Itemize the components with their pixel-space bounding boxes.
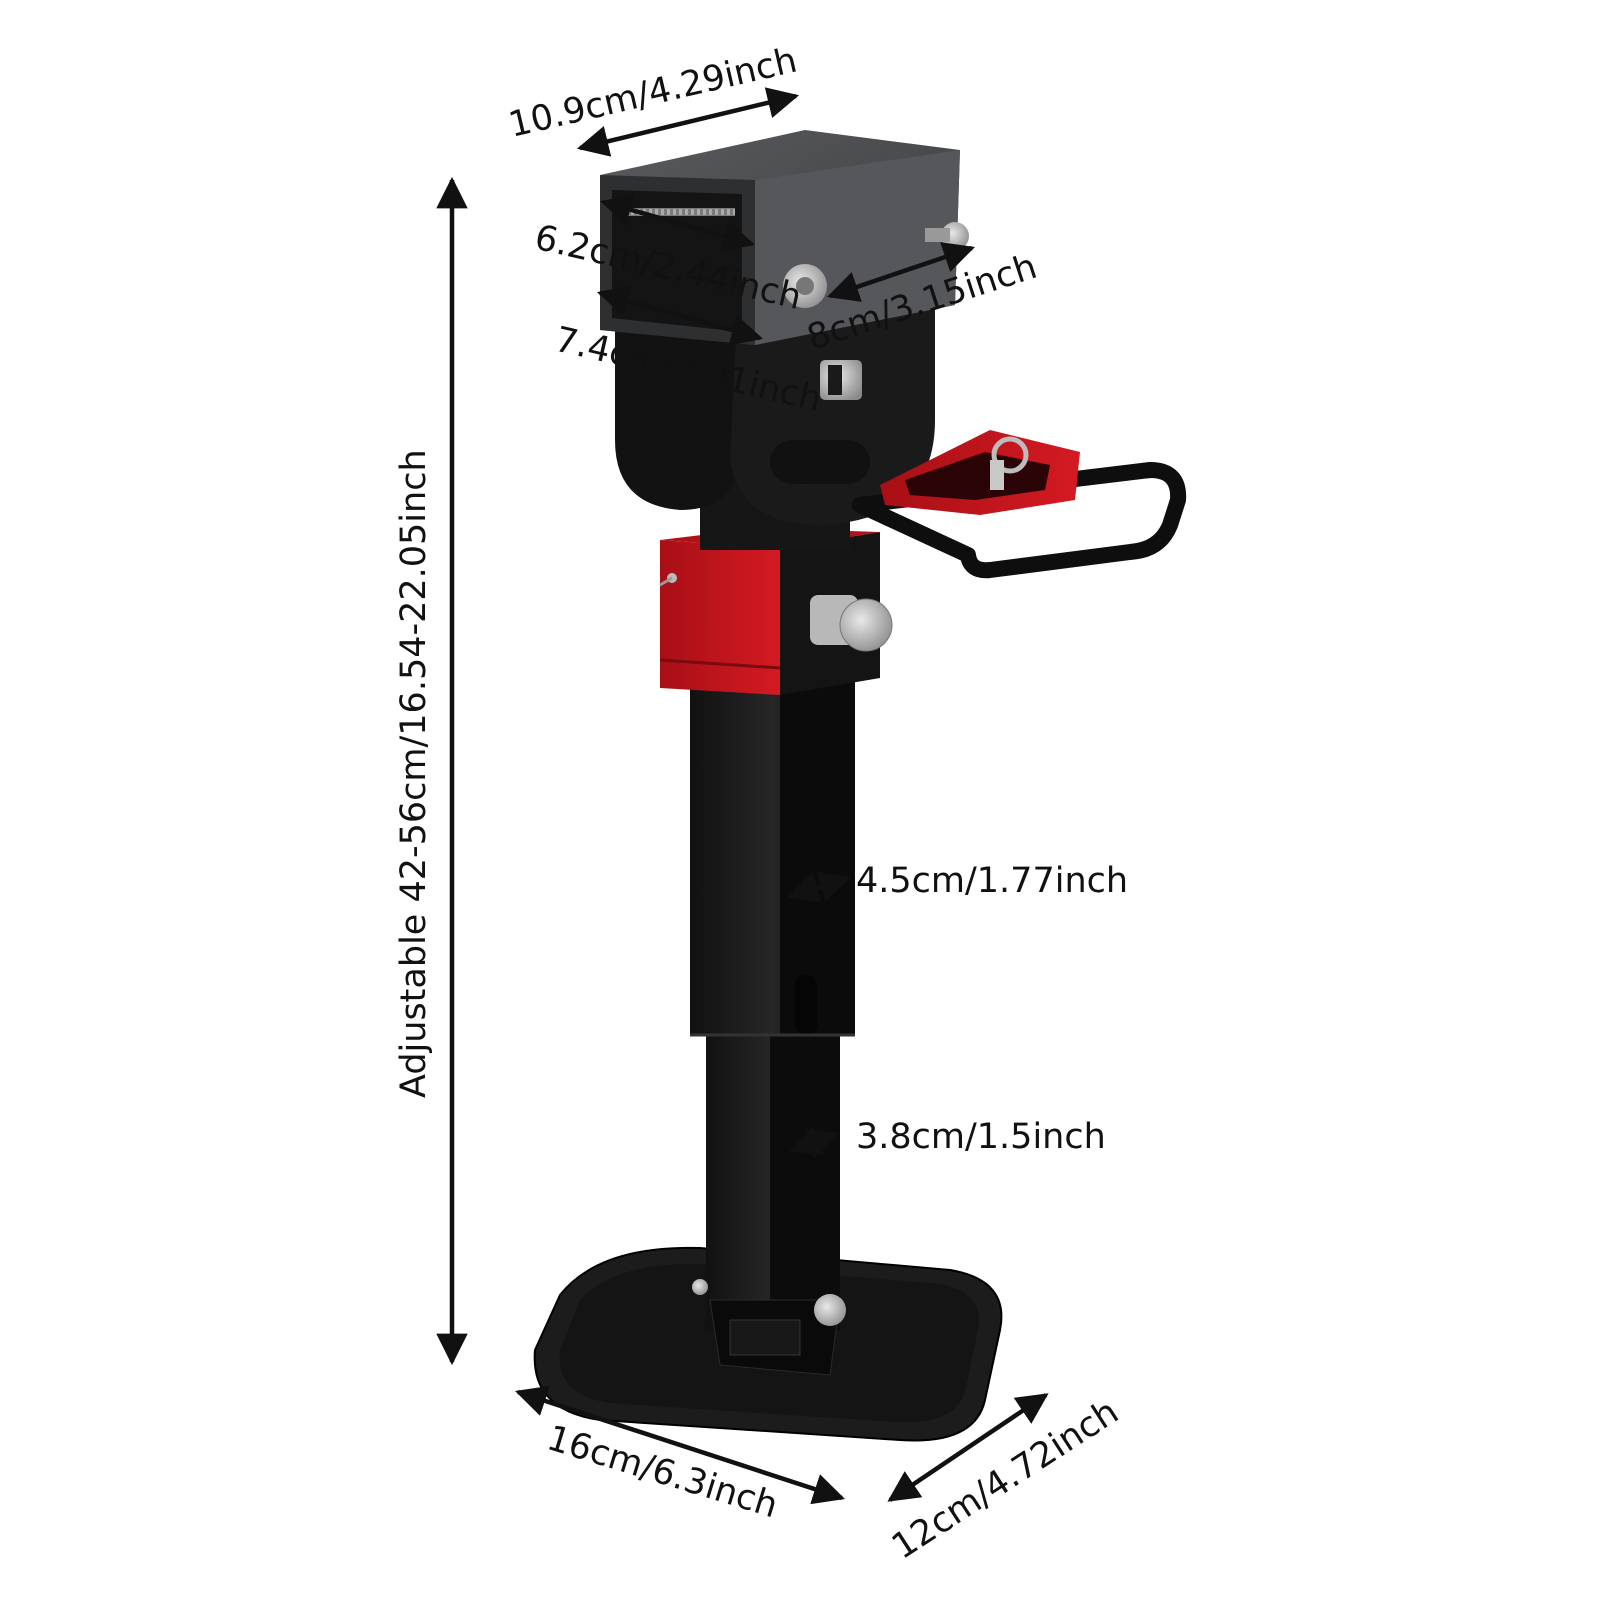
dimension-arrows xyxy=(436,87,1049,1505)
label-upper-tube: 4.5cm/1.77inch xyxy=(856,861,1128,901)
arrow-base-width xyxy=(887,1393,1049,1502)
arrow-top-width xyxy=(576,87,800,157)
release-handle xyxy=(770,430,1187,579)
arrow-lower-tube xyxy=(789,1125,839,1159)
label-lower-tube: 3.8cm/1.5inch xyxy=(856,1117,1106,1157)
arrow-outer-width xyxy=(596,285,764,346)
hex-bolt-icon xyxy=(820,360,862,400)
label-height-range: Adjustable 42-56cm/16.54-22.05inch xyxy=(394,449,434,1098)
side-bolt-icon xyxy=(810,595,893,652)
bracket-left-plate xyxy=(615,300,740,510)
arrow-bolt-spacing xyxy=(827,242,975,302)
foot-nut-icon xyxy=(814,1294,846,1326)
arrow-upper-tube xyxy=(786,871,852,903)
label-base-length: 16cm/6.3inch xyxy=(542,1418,782,1526)
arrow-inner-width xyxy=(599,194,756,252)
arrow-base-length xyxy=(515,1385,845,1505)
lock-pin-icon xyxy=(991,436,1029,474)
